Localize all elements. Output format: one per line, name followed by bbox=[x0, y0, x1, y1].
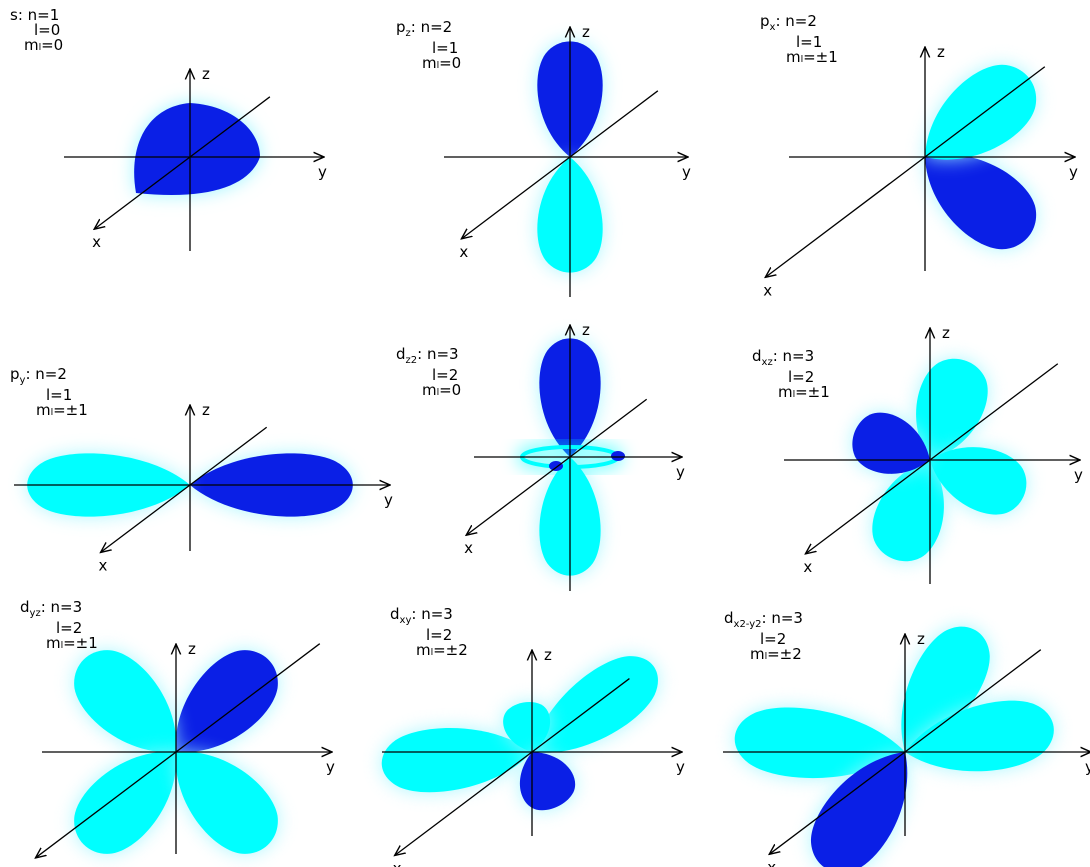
orbital-label-dz2: dz2: n=3l=2mₗ=0 bbox=[396, 347, 461, 398]
orbital-symbol: d bbox=[396, 345, 406, 363]
orbital-panel-dxy: z y x bbox=[379, 641, 685, 867]
quantum-number-ml: mₗ=±1 bbox=[10, 403, 88, 418]
orbital-symbol: d bbox=[752, 347, 762, 365]
quantum-number-ml: mₗ=0 bbox=[396, 383, 461, 398]
z-axis-label: z bbox=[188, 640, 196, 658]
x-axis-label: x bbox=[92, 233, 101, 251]
orbital-name-line: dz2: n=3 bbox=[396, 347, 461, 368]
s-lobe-positive bbox=[134, 103, 260, 195]
orbital-panel-dz2: z y x bbox=[464, 321, 685, 591]
y-axis-label: y bbox=[318, 163, 327, 181]
orbital-colon: : bbox=[411, 18, 421, 36]
x-axis-label: x bbox=[763, 281, 772, 299]
quantum-number-ml: mₗ=±1 bbox=[20, 636, 98, 651]
quantum-number-n: n=3 bbox=[51, 598, 83, 616]
orbital-name-line: dxz: n=3 bbox=[752, 349, 830, 370]
orbital-panel-pz: z y x bbox=[444, 23, 691, 297]
orbital-colon: : bbox=[775, 12, 785, 30]
orbital-name-line: py: n=2 bbox=[10, 367, 88, 388]
y-axis-label: y bbox=[384, 491, 393, 509]
x-axis-label: x bbox=[99, 556, 108, 574]
orbital-name-line: dyz: n=3 bbox=[20, 600, 98, 621]
orbital-label-pz: pz: n=2l=1mₗ=0 bbox=[396, 20, 461, 71]
quantum-number-ml: mₗ=±1 bbox=[752, 385, 830, 400]
z-axis-label: z bbox=[582, 321, 590, 339]
orbital-name-line: px: n=2 bbox=[760, 14, 838, 35]
orbital-name-line: dxy: n=3 bbox=[390, 607, 468, 628]
dz2-ring-dot-front bbox=[549, 461, 563, 471]
quantum-number-n: n=3 bbox=[783, 347, 815, 365]
y-axis-label: y bbox=[682, 163, 691, 181]
z-axis-label: z bbox=[942, 324, 950, 342]
orbital-name-line: dx2-y2: n=3 bbox=[724, 611, 803, 632]
z-axis-label: z bbox=[202, 65, 210, 83]
x-axis-label: x bbox=[33, 862, 42, 867]
orbital-subscript: z2 bbox=[406, 355, 418, 366]
quantum-number-n: n=2 bbox=[785, 12, 817, 30]
z-axis-label: z bbox=[937, 43, 945, 61]
x-axis-label: x bbox=[459, 243, 468, 261]
orbital-subscript: yz bbox=[30, 608, 41, 619]
orbital-colon: : bbox=[25, 365, 35, 383]
orbital-colon: : bbox=[773, 347, 783, 365]
y-axis-label: y bbox=[1085, 758, 1090, 776]
orbital-panel-s: z y x bbox=[64, 65, 327, 251]
quantum-number-n: n=3 bbox=[771, 609, 803, 627]
z-axis-label: z bbox=[917, 630, 925, 648]
orbital-symbol: d bbox=[20, 598, 30, 616]
quantum-number-n: n=3 bbox=[427, 345, 459, 363]
z-axis-label: z bbox=[582, 23, 590, 41]
orbital-symbol: p bbox=[396, 18, 406, 36]
quantum-number-n: n=2 bbox=[421, 18, 453, 36]
z-axis-label: z bbox=[544, 646, 552, 664]
x-axis-label: x bbox=[464, 539, 473, 557]
orbital-panel-px: z y x bbox=[763, 43, 1078, 299]
y-axis-label: y bbox=[676, 758, 685, 776]
quantum-number-ml: mₗ=0 bbox=[396, 56, 461, 71]
quantum-number-ml: mₗ=0 bbox=[10, 38, 63, 53]
y-axis-label: y bbox=[326, 758, 335, 776]
orbital-symbol: s bbox=[10, 6, 18, 24]
quantum-number-ml: mₗ=±2 bbox=[390, 643, 468, 658]
orbital-panel-dyz: z y x bbox=[33, 634, 335, 867]
orbital-colon: : bbox=[762, 609, 772, 627]
y-axis-label: y bbox=[676, 463, 685, 481]
dz2-ring-dot-right bbox=[611, 451, 625, 461]
orbital-colon: : bbox=[417, 345, 427, 363]
quantum-number-ml: mₗ=±2 bbox=[724, 647, 803, 662]
orbital-colon: : bbox=[41, 598, 51, 616]
quantum-number-ml: mₗ=±1 bbox=[760, 50, 838, 65]
orbital-colon: : bbox=[18, 6, 28, 24]
orbital-symbol: p bbox=[760, 12, 770, 30]
orbital-name-line: pz: n=2 bbox=[396, 20, 461, 41]
orbital-colon: : bbox=[411, 605, 421, 623]
x-axis-label: x bbox=[393, 860, 402, 867]
orbital-label-py: py: n=2l=1mₗ=±1 bbox=[10, 367, 88, 418]
orbital-symbol: d bbox=[390, 605, 400, 623]
orbital-subscript: xz bbox=[762, 357, 773, 368]
z-axis-label: z bbox=[202, 401, 210, 419]
quantum-number-n: n=3 bbox=[421, 605, 453, 623]
x-axis-line bbox=[765, 157, 925, 277]
y-axis-label: y bbox=[1069, 163, 1078, 181]
quantum-number-n: n=2 bbox=[35, 365, 67, 383]
orbital-label-dxy: dxy: n=3l=2mₗ=±2 bbox=[390, 607, 468, 658]
orbital-symbol: p bbox=[10, 365, 20, 383]
orbital-panel-py: z y x bbox=[14, 401, 393, 574]
orbital-symbol: d bbox=[724, 609, 734, 627]
orbital-subscript: x2-y2 bbox=[734, 619, 762, 630]
x-axis-label: x bbox=[803, 558, 812, 576]
orbital-subscript: xy bbox=[400, 615, 412, 626]
y-axis-label: y bbox=[1074, 466, 1083, 484]
x-axis-label: x bbox=[767, 858, 776, 867]
